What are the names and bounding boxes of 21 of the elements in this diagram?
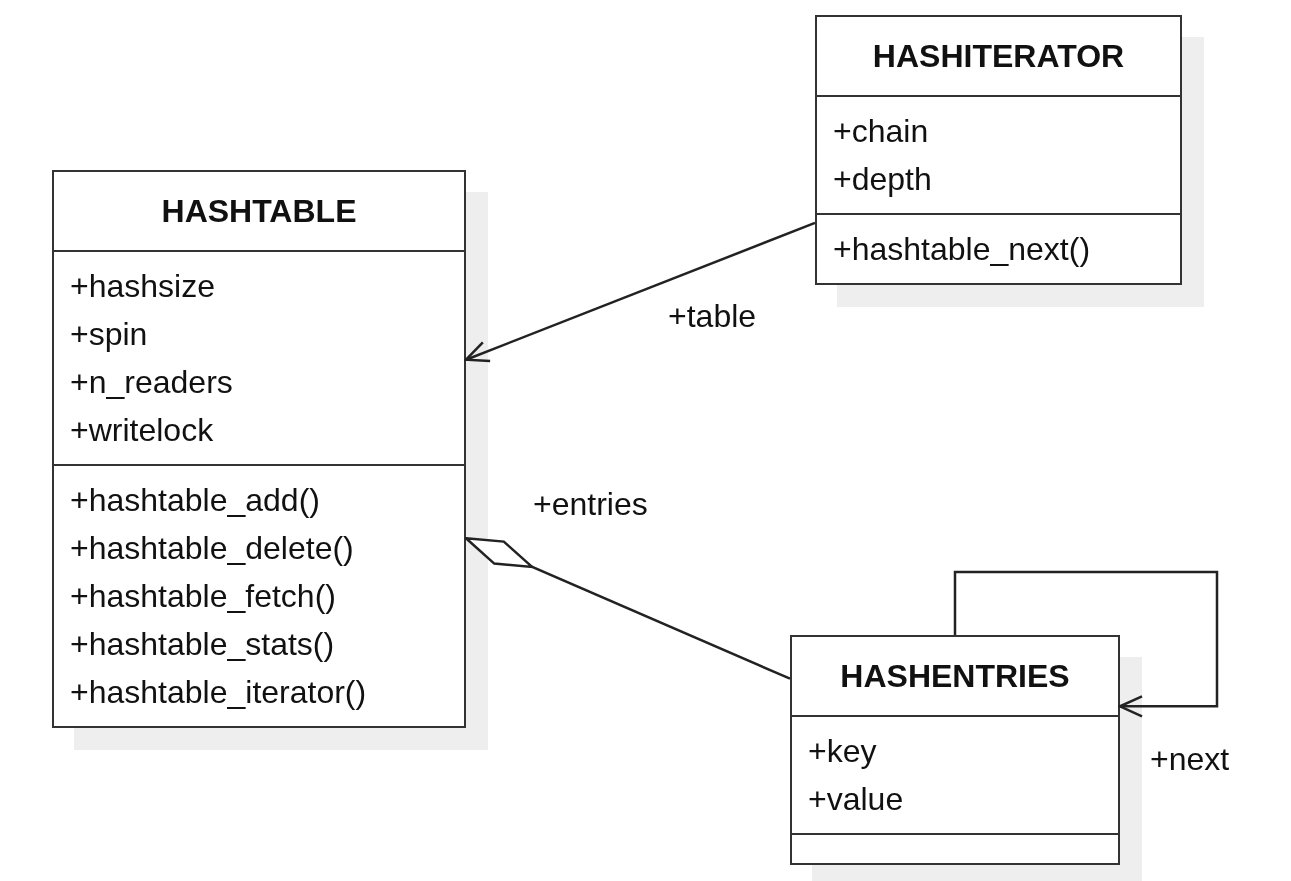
member-text: +hashsize xyxy=(70,267,215,306)
class-name: HASHTABLE xyxy=(160,191,358,231)
role-label: +entries xyxy=(533,486,648,522)
member-text: +hashtable_next() xyxy=(833,230,1091,269)
member-text: +key xyxy=(808,732,877,771)
member-text: +hashtable_iterator() xyxy=(70,673,367,712)
member-text: +value xyxy=(808,780,904,819)
class-name: HASHENTRIES xyxy=(839,656,1071,696)
member-text: +hashtable_add() xyxy=(70,481,320,520)
member-text: +spin xyxy=(70,315,148,354)
member-text: +n_readers xyxy=(70,363,233,402)
member-text: +chain xyxy=(833,112,929,151)
member-text: +hashtable_fetch() xyxy=(70,577,336,616)
member-text: +writelock xyxy=(70,411,214,450)
member-text: +depth xyxy=(833,160,932,199)
class-name: HASHITERATOR xyxy=(871,36,1126,76)
association-arrow xyxy=(953,570,1219,718)
role-label: +table xyxy=(668,298,757,334)
member-text: +hashtable_stats() xyxy=(70,625,335,664)
role-label: +next xyxy=(1150,741,1230,777)
member-text: +hashtable_delete() xyxy=(70,529,354,568)
